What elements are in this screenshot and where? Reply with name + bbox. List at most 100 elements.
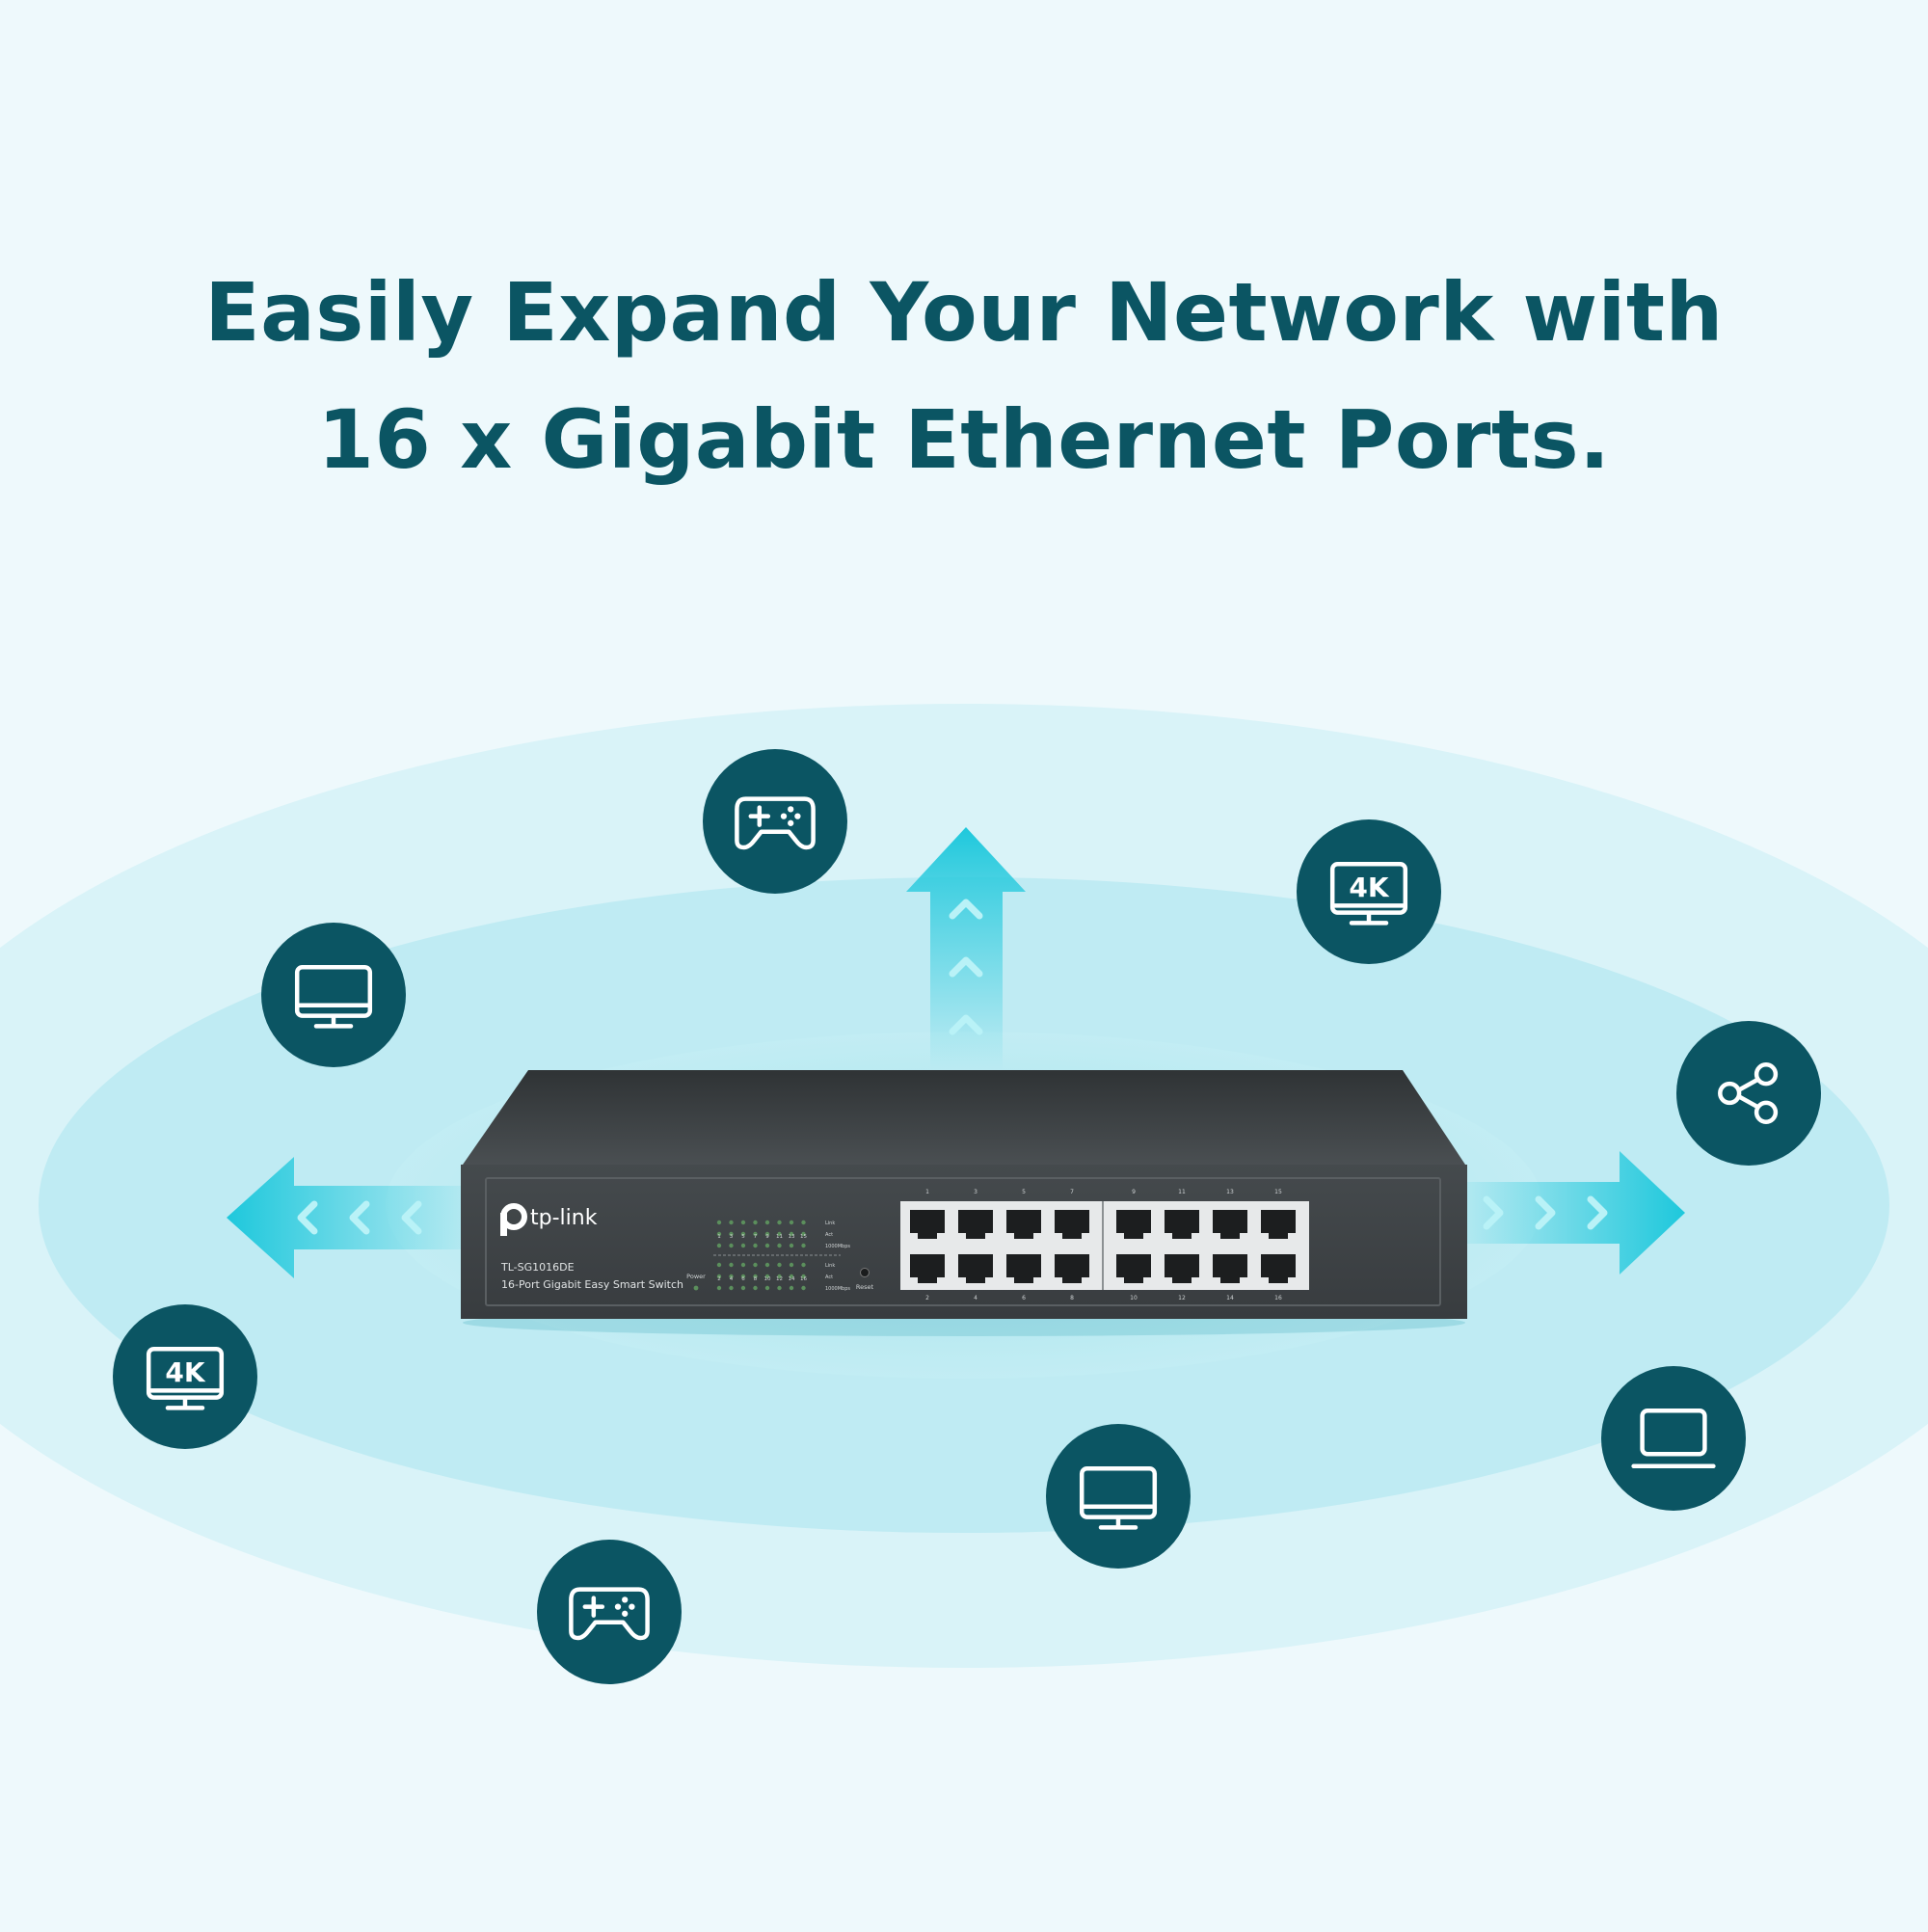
led-number: 1 bbox=[717, 1234, 721, 1240]
status-led bbox=[777, 1285, 782, 1291]
ethernet-port[interactable] bbox=[1051, 1248, 1093, 1287]
badge-gamepad-top bbox=[703, 749, 847, 894]
led-legend-label: 1000Mbps bbox=[825, 1244, 850, 1249]
status-led bbox=[764, 1262, 770, 1268]
status-led bbox=[789, 1262, 794, 1268]
4k-label: 4K bbox=[165, 1356, 205, 1388]
ethernet-port[interactable] bbox=[906, 1204, 949, 1243]
status-led bbox=[716, 1285, 722, 1291]
led-number: 13 bbox=[789, 1234, 795, 1240]
status-led bbox=[777, 1231, 782, 1237]
status-led bbox=[764, 1285, 770, 1291]
status-led bbox=[764, 1231, 770, 1237]
status-led bbox=[801, 1231, 806, 1237]
ethernet-port[interactable] bbox=[1257, 1204, 1299, 1243]
badge-monitor-bottom bbox=[1046, 1424, 1191, 1569]
port-number: 11 bbox=[1178, 1189, 1186, 1195]
status-led bbox=[753, 1274, 758, 1279]
port-number: 4 bbox=[974, 1295, 977, 1301]
right-arrow bbox=[1446, 1151, 1685, 1275]
ethernet-port[interactable] bbox=[954, 1204, 997, 1243]
ethernet-port[interactable] bbox=[1161, 1204, 1203, 1243]
status-led bbox=[716, 1231, 722, 1237]
tp-link-logo: tp-link bbox=[500, 1203, 598, 1236]
status-led bbox=[716, 1220, 722, 1225]
led-legend-label: Act bbox=[825, 1275, 833, 1280]
port-number: 1 bbox=[925, 1189, 929, 1195]
status-led bbox=[753, 1220, 758, 1225]
ethernet-port[interactable] bbox=[1209, 1204, 1251, 1243]
status-led bbox=[764, 1243, 770, 1248]
status-led bbox=[729, 1231, 734, 1237]
led-legend-label: Link bbox=[825, 1263, 835, 1269]
led-number: 10 bbox=[764, 1276, 771, 1282]
badge-monitor-left bbox=[261, 923, 406, 1067]
badge-laptop-right bbox=[1601, 1366, 1746, 1511]
status-led bbox=[740, 1243, 746, 1248]
status-led bbox=[764, 1220, 770, 1225]
badge-share-right bbox=[1676, 1021, 1821, 1166]
ethernet-port[interactable] bbox=[1257, 1248, 1299, 1287]
port-number: 9 bbox=[1132, 1189, 1136, 1195]
status-led bbox=[753, 1231, 758, 1237]
led-legend-label: Act bbox=[825, 1232, 833, 1238]
status-led bbox=[777, 1262, 782, 1268]
status-led bbox=[789, 1285, 794, 1291]
ethernet-port[interactable] bbox=[1209, 1248, 1251, 1287]
status-led bbox=[789, 1231, 794, 1237]
status-led bbox=[716, 1262, 722, 1268]
status-led bbox=[801, 1243, 806, 1248]
status-led bbox=[740, 1274, 746, 1279]
status-led bbox=[729, 1220, 734, 1225]
status-led bbox=[716, 1243, 722, 1248]
status-led bbox=[740, 1262, 746, 1268]
status-led bbox=[753, 1285, 758, 1291]
ethernet-port[interactable] bbox=[1112, 1204, 1155, 1243]
port-number: 10 bbox=[1130, 1295, 1138, 1301]
ethernet-port[interactable] bbox=[954, 1248, 997, 1287]
port-number: 7 bbox=[1070, 1189, 1074, 1195]
up-arrow bbox=[906, 827, 1026, 1070]
status-led bbox=[716, 1274, 722, 1279]
svg-text:tp-link: tp-link bbox=[530, 1206, 598, 1230]
port-number: 12 bbox=[1178, 1295, 1186, 1301]
led-number: 5 bbox=[741, 1234, 745, 1240]
status-led bbox=[777, 1274, 782, 1279]
reset-button[interactable] bbox=[860, 1268, 870, 1277]
port-number: 16 bbox=[1274, 1295, 1282, 1301]
port-number: 6 bbox=[1022, 1295, 1026, 1301]
led-number: 2 bbox=[717, 1276, 721, 1282]
ethernet-port[interactable] bbox=[1161, 1248, 1203, 1287]
status-led bbox=[729, 1243, 734, 1248]
port-number: 13 bbox=[1226, 1189, 1234, 1195]
switch-description: 16-Port Gigabit Easy Smart Switch bbox=[501, 1278, 683, 1291]
status-led bbox=[740, 1285, 746, 1291]
led-number: 7 bbox=[754, 1234, 758, 1240]
network-switch: tp-link TL-SG1016DE 16-Port Gigabit Easy… bbox=[461, 1070, 1467, 1336]
port-number: 8 bbox=[1070, 1295, 1074, 1301]
badge-4k-top-right: 4K bbox=[1297, 819, 1441, 964]
led-number: 8 bbox=[754, 1276, 758, 1282]
ethernet-port[interactable] bbox=[1112, 1248, 1155, 1287]
ethernet-port[interactable] bbox=[1051, 1204, 1093, 1243]
port-number: 3 bbox=[974, 1189, 977, 1195]
led-number: 14 bbox=[789, 1276, 795, 1282]
led-number: 12 bbox=[776, 1276, 783, 1282]
port-number: 2 bbox=[925, 1295, 929, 1301]
led-number: 16 bbox=[800, 1276, 807, 1282]
status-led bbox=[789, 1243, 794, 1248]
ethernet-port[interactable] bbox=[1003, 1248, 1045, 1287]
ethernet-port[interactable] bbox=[1003, 1204, 1045, 1243]
left-arrow bbox=[227, 1157, 482, 1278]
status-led bbox=[729, 1285, 734, 1291]
status-led bbox=[729, 1262, 734, 1268]
port-number: 5 bbox=[1022, 1189, 1026, 1195]
ethernet-port[interactable] bbox=[906, 1248, 949, 1287]
reset-label: Reset bbox=[856, 1283, 874, 1291]
status-led bbox=[777, 1243, 782, 1248]
led-number: 11 bbox=[776, 1234, 783, 1240]
